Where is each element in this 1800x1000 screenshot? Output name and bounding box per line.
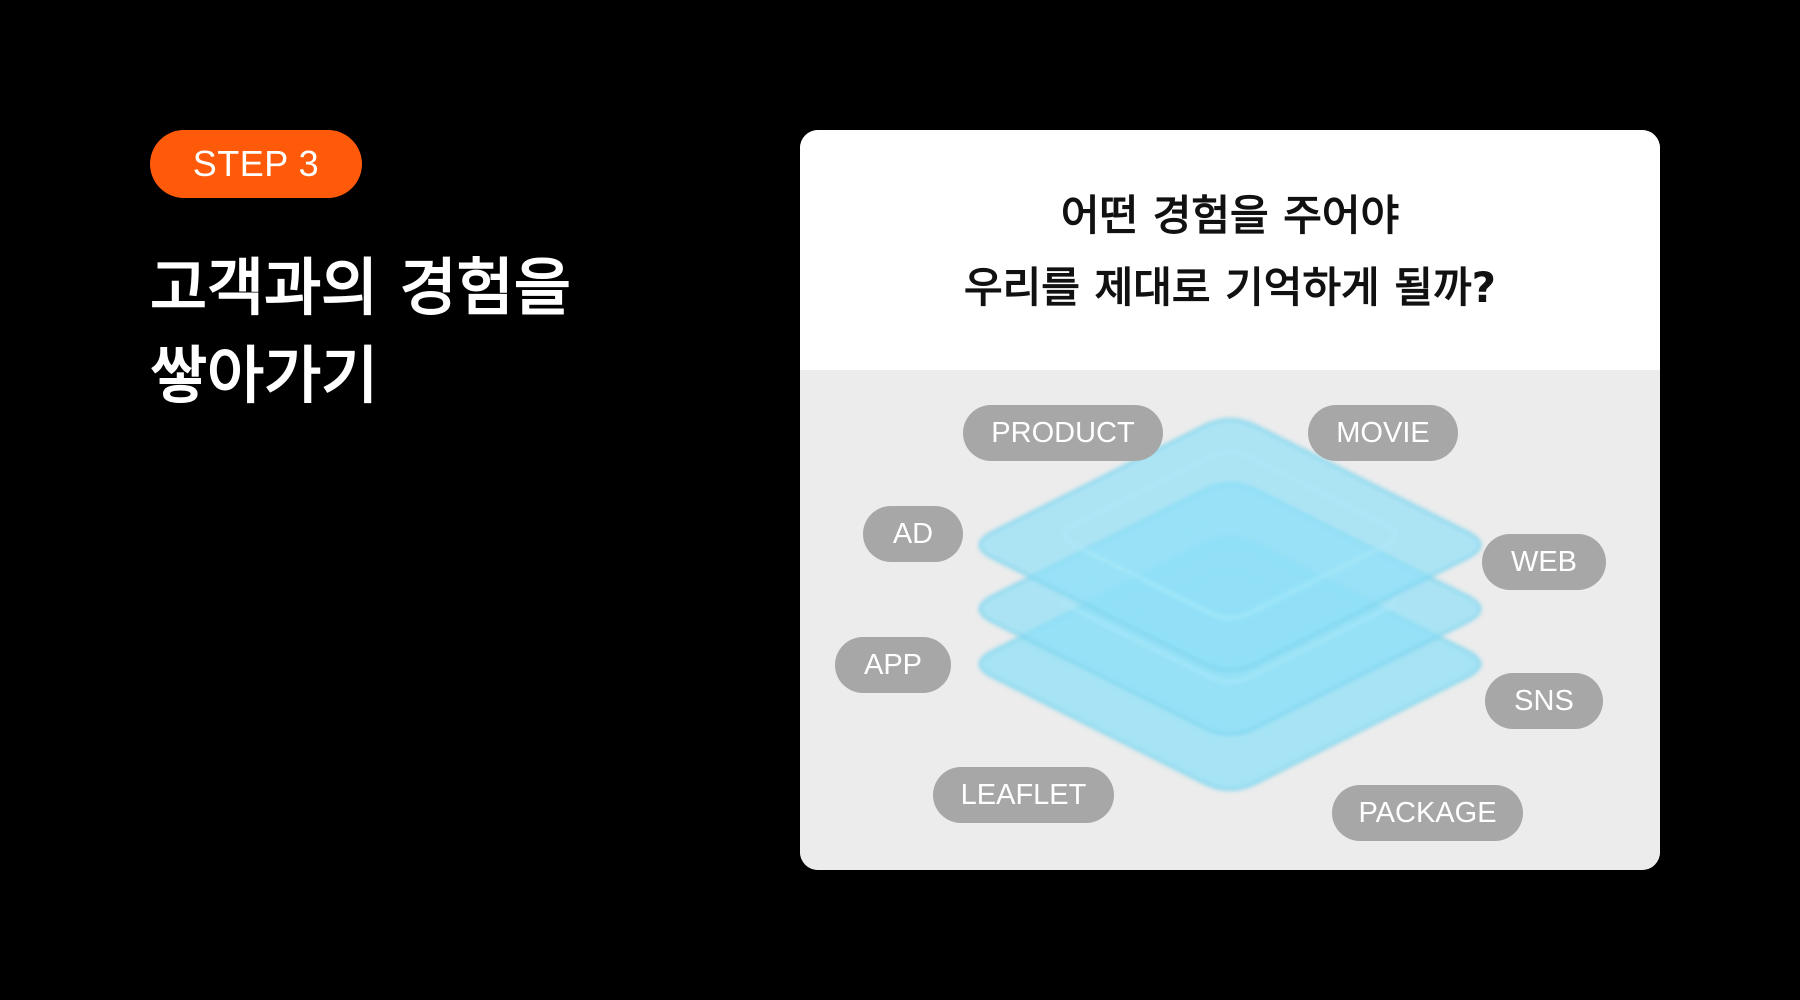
- tag-ad: AD: [863, 506, 963, 562]
- tag-movie: MOVIE: [1308, 405, 1458, 461]
- tag-package: PACKAGE: [1332, 785, 1523, 841]
- main-title: 고객과의 경험을 쌓아가기: [150, 244, 750, 420]
- experience-card: 어떤 경험을 주어야 우리를 제대로 기억하게 될까?: [800, 130, 1660, 870]
- card-header: 어떤 경험을 주어야 우리를 제대로 기억하게 될까?: [800, 130, 1660, 370]
- tag-leaflet: LEAFLET: [933, 767, 1114, 823]
- step-badge: STEP 3: [150, 130, 362, 198]
- tag-web: WEB: [1482, 534, 1606, 590]
- layer-top: [978, 418, 1482, 672]
- card-question-line-2: 우리를 제대로 기억하게 될까?: [964, 263, 1496, 312]
- main-title-line-2: 쌓아가기: [150, 339, 379, 412]
- tag-app: APP: [835, 637, 951, 693]
- layers-stack-icon: [978, 418, 1482, 791]
- main-title-line-1: 고객과의 경험을: [150, 251, 571, 324]
- tag-sns: SNS: [1485, 673, 1603, 729]
- card-question: 어떤 경험을 주어야 우리를 제대로 기억하게 될까?: [800, 180, 1660, 324]
- card-question-line-1: 어떤 경험을 주어야: [1060, 191, 1400, 240]
- card-body: PRODUCT MOVIE AD WEB APP SNS LEAFLET PAC…: [800, 370, 1660, 870]
- tag-product: PRODUCT: [963, 405, 1163, 461]
